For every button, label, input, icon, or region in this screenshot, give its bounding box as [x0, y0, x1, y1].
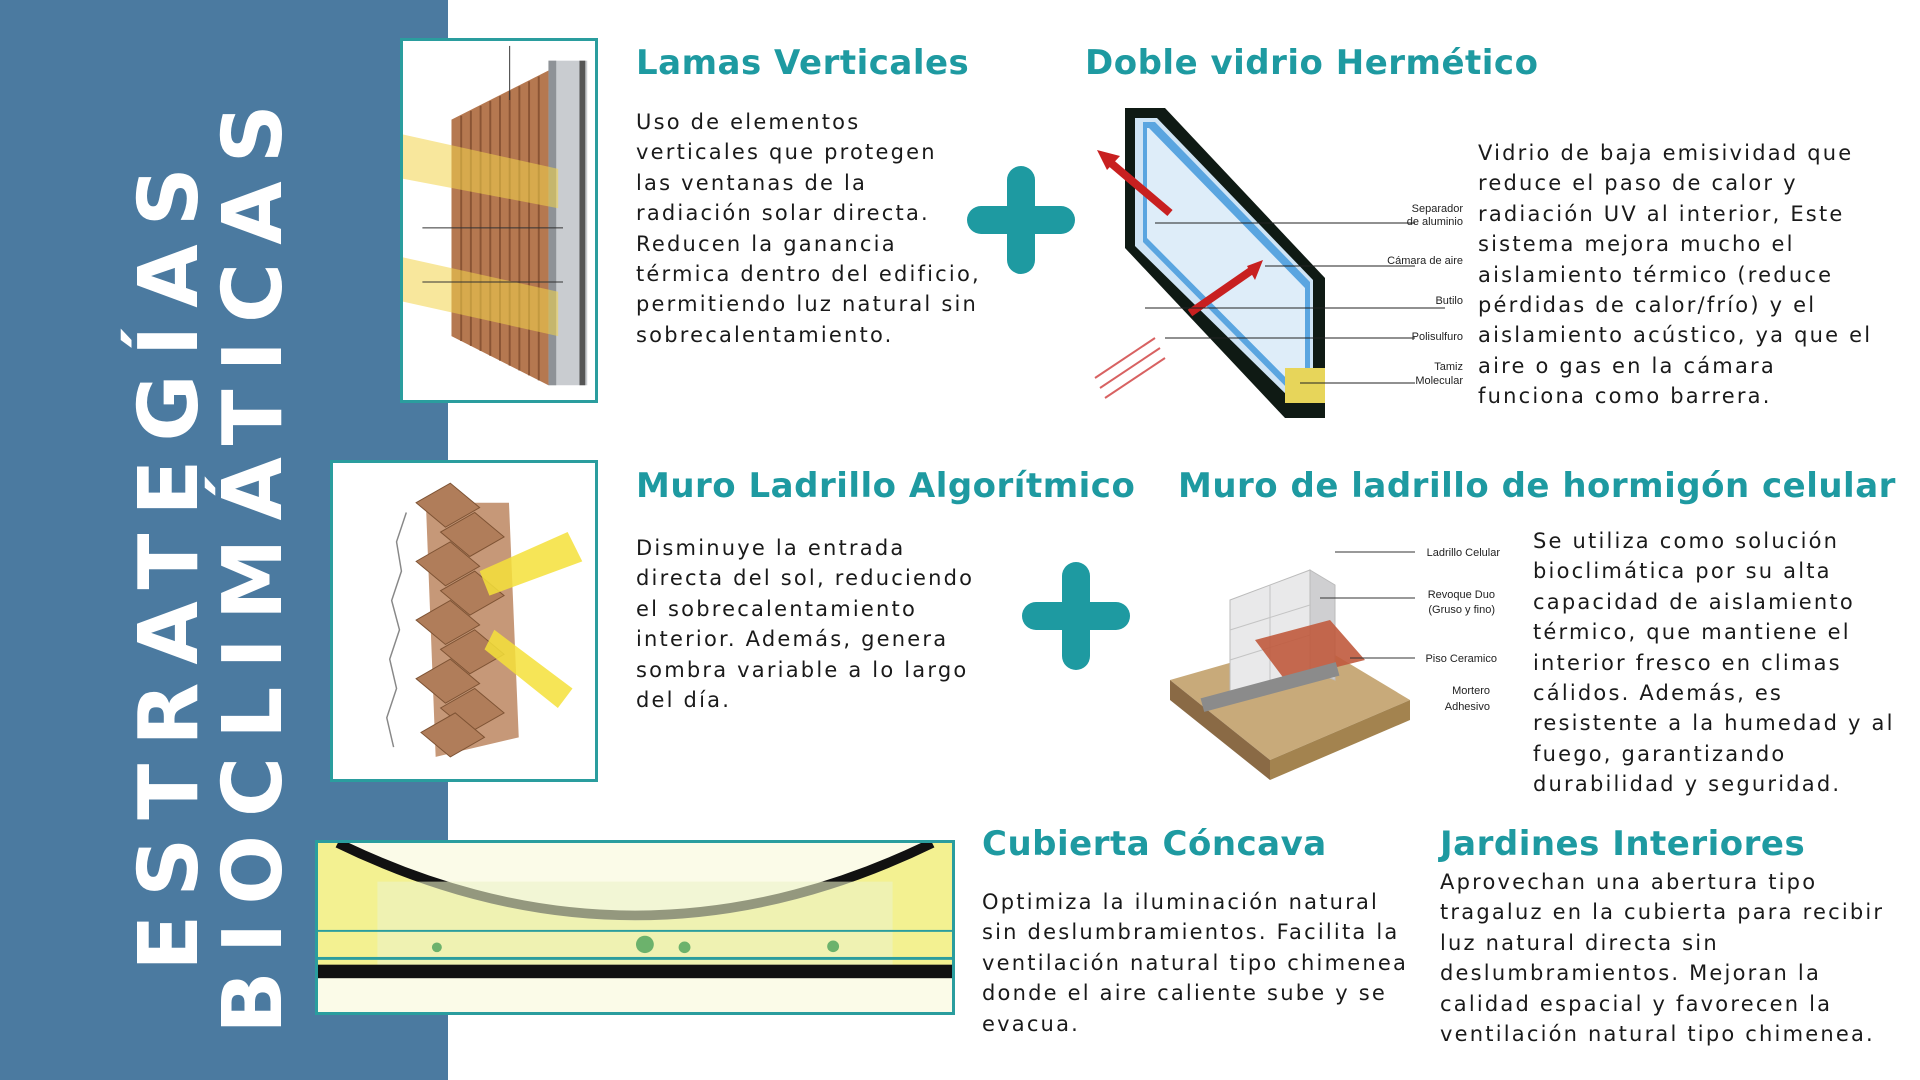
muro-hormigon-text: Se utiliza como solución bioclimática po…: [1533, 529, 1895, 797]
label-camara: Cámara de aire: [1387, 255, 1463, 267]
muro-algoritmico-text: Disminuye la entrada directa del sol, re…: [636, 536, 975, 713]
muro-algoritmico-image: [330, 460, 598, 782]
cubierta-image: [315, 840, 955, 1015]
label-piso: Piso Ceramico: [1425, 653, 1497, 665]
jardines-text: Aprovechan una abertura tipo tragaluz en…: [1440, 870, 1885, 1047]
lamas-text: Uso de elementos verticales que protegen…: [636, 110, 981, 347]
concave-roof-illustration: [318, 843, 952, 1012]
lamas-title: Lamas Verticales: [636, 43, 970, 83]
doble-vidrio-title: Doble vidrio Hermético: [1085, 43, 1539, 83]
label-separador-2: de aluminio: [1407, 216, 1463, 228]
algorithmic-brick-wall-illustration: [386, 482, 583, 758]
plus-icon: [1022, 562, 1130, 670]
vertical-title-line2: BIOCLIMÁTICAS: [206, 86, 301, 1034]
cellular-concrete-illustration: Ladrillo Celular Revoque Duo (Gruso y fi…: [1170, 547, 1501, 780]
cubierta-title: Cubierta Cóncava: [982, 824, 1327, 864]
doble-vidrio-text: Vidrio de baja emisividad que reduce el …: [1478, 141, 1873, 409]
label-mortero-1: Mortero: [1452, 685, 1490, 697]
double-glazing-illustration: Separador de aluminio Cámara de aire But…: [1094, 108, 1464, 418]
label-ladrillo: Ladrillo Celular: [1427, 547, 1501, 559]
label-revoque-1: Revoque Duo: [1428, 589, 1495, 601]
muro-hormigon-title: Muro de ladrillo de hormigón celular: [1178, 466, 1896, 506]
muro-algoritmico-title: Muro Ladrillo Algorítmico: [636, 466, 1136, 506]
double-glazing-image: Separador de aluminio Cámara de aire But…: [1085, 98, 1475, 418]
label-tamiz-2: Molecular: [1415, 375, 1463, 387]
plus-icon: [967, 166, 1075, 274]
lamas-image: [400, 38, 598, 403]
label-polisulfuro: Polisulfuro: [1412, 331, 1463, 343]
label-mortero-2: Adhesivo: [1445, 701, 1490, 713]
cellular-concrete-image: Ladrillo Celular Revoque Duo (Gruso y fi…: [1160, 530, 1505, 780]
jardines-title: Jardines Interiores: [1440, 824, 1806, 864]
label-tamiz-1: Tamiz: [1434, 361, 1463, 373]
cubierta-text: Optimiza la iluminación natural sin desl…: [982, 890, 1409, 1036]
label-separador-1: Separador: [1412, 203, 1464, 215]
vertical-title-line1: ESTRATEGÍAS: [122, 149, 217, 971]
vertical-louvers-illustration: [403, 45, 588, 386]
label-revoque-2: (Gruso y fino): [1428, 604, 1495, 616]
label-butilo: Butilo: [1435, 295, 1463, 307]
